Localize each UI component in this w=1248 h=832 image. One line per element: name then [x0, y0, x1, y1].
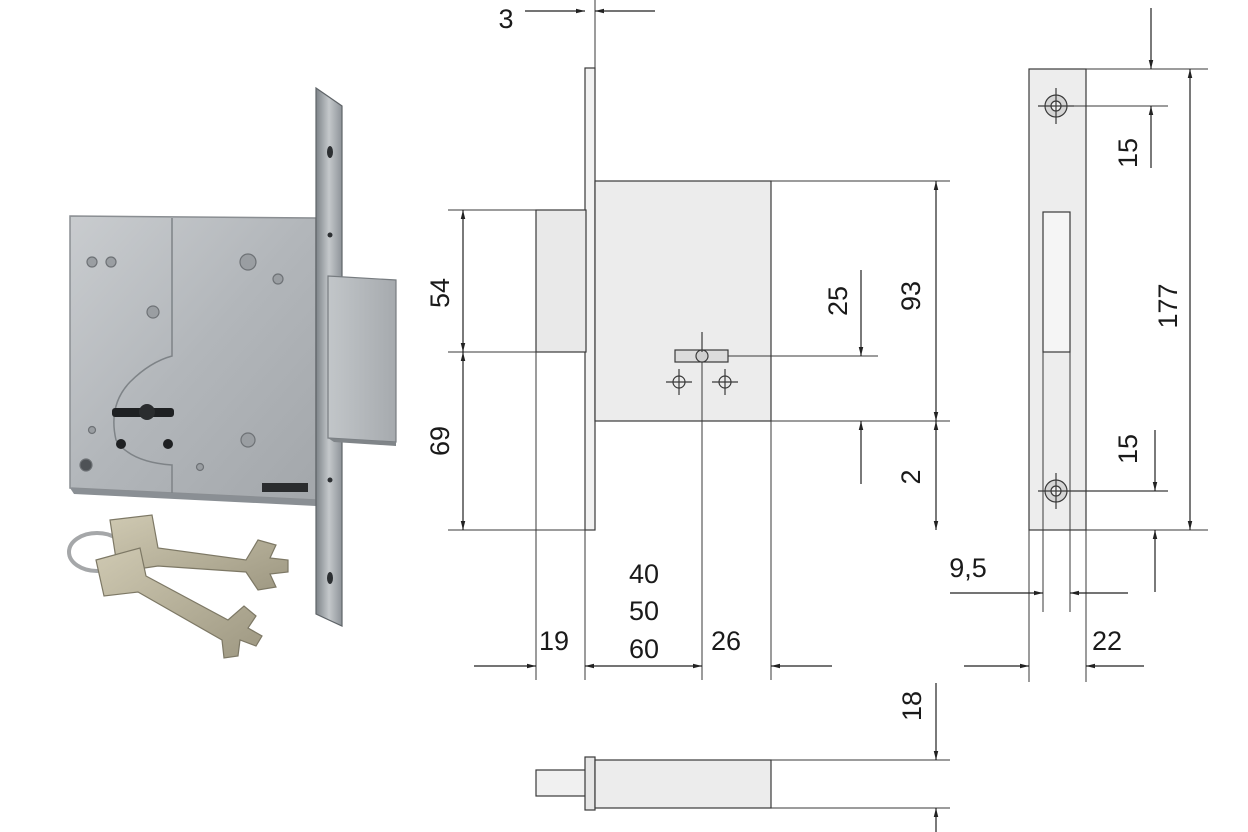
- strike-screw-bottom: [1038, 473, 1168, 509]
- keys: [67, 514, 289, 659]
- strike-plate-drawing: [1028, 68, 1208, 682]
- lock-bolt: [327, 275, 397, 443]
- dim-strike-top-screw: 15: [1113, 138, 1143, 168]
- front-dimension-lines: [460, 8, 939, 669]
- case-rivets: [79, 253, 284, 472]
- dim-bolt-offset: 25: [823, 286, 853, 316]
- dim-strike-opening: 9,5: [949, 553, 987, 583]
- dim-strike-bottom-screw: 15: [1113, 434, 1143, 464]
- dimension-labels: 3 54 69 25 93 2 19 40 50 60 26 15 177 15…: [425, 4, 1183, 721]
- lock-case-bottom-edge: [70, 488, 316, 506]
- dim-bolt-projection: 19: [539, 626, 569, 656]
- dim-strike-length: 177: [1153, 283, 1183, 328]
- dim-backset-60: 60: [629, 634, 659, 664]
- dim-strike-width: 22: [1092, 626, 1122, 656]
- bolt-side-view: [535, 756, 950, 811]
- bolt-shadow: [328, 438, 396, 446]
- bolt-side-plate: [584, 756, 596, 811]
- case-latch-bar: [262, 483, 308, 492]
- keyhole: [112, 404, 174, 449]
- dim-backset-40: 40: [629, 559, 659, 589]
- dim-case-height: 93: [896, 281, 926, 311]
- dim-bolt-height: 18: [897, 691, 927, 721]
- dim-case-depth: 26: [711, 626, 741, 656]
- front-case: [594, 180, 772, 422]
- front-bolt: [535, 209, 587, 353]
- front-extension-lines: [448, 0, 950, 680]
- bolt-side-tip: [535, 769, 587, 797]
- lock-photo: [67, 86, 397, 659]
- dim-faceplate-thickness: 3: [498, 4, 513, 34]
- key-2: [95, 547, 263, 659]
- dim-lower-height: 69: [425, 426, 455, 456]
- strike-dimension-lines: [950, 8, 1193, 669]
- faceplate-screw-holes: [327, 146, 333, 584]
- bolt-side-body: [594, 759, 772, 809]
- dim-upper-bolt-height: 54: [425, 278, 455, 308]
- front-view-drawing: [448, 0, 950, 680]
- strike-screw-top: [1038, 88, 1074, 124]
- strike-opening: [1042, 211, 1071, 353]
- dim-backset-50: 50: [629, 596, 659, 626]
- key-1: [109, 514, 289, 591]
- dim-key-offset: 2: [896, 469, 926, 484]
